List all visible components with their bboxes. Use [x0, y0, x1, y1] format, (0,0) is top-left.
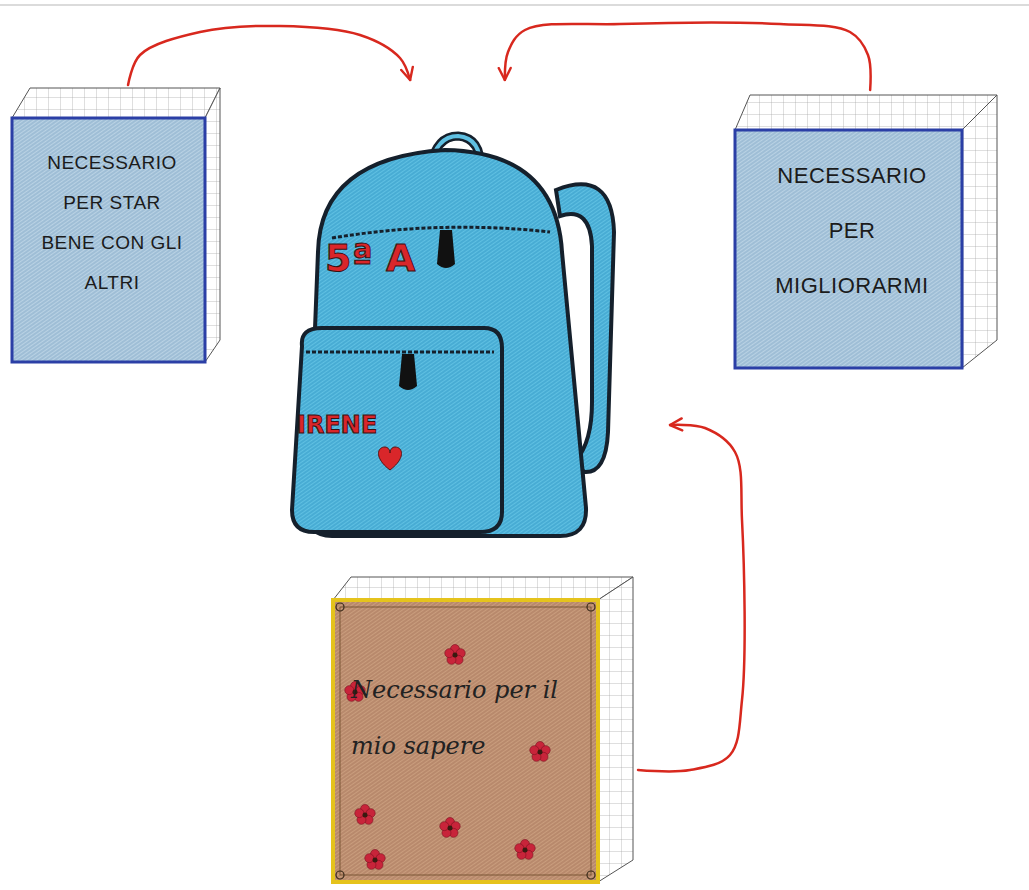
class-label: 5ª A — [325, 236, 445, 280]
cube-front-face — [12, 118, 205, 362]
pocket-zipper — [306, 351, 494, 354]
corner-curl — [587, 871, 595, 879]
flower-doodle — [530, 742, 550, 762]
curved-arrow — [128, 26, 410, 85]
backpack: 5ª A IRENE — [285, 80, 670, 545]
page-edge-line — [0, 4, 1029, 6]
necessity-box: Necessario per il mio sapere — [333, 575, 638, 885]
curved-arrow — [638, 425, 745, 771]
box-text: NECESSARIO PER MIGLIORARMI — [757, 148, 947, 313]
curved-arrow — [505, 23, 871, 90]
cube-side-face — [598, 577, 633, 882]
cube-top-face — [12, 88, 220, 118]
flower-doodle — [355, 805, 375, 825]
cube-outline — [333, 575, 638, 885]
cube-side-face — [962, 95, 997, 368]
cube-outline — [12, 85, 220, 365]
front-pocket — [292, 328, 502, 532]
backpack-outline — [285, 80, 670, 545]
flower-doodle — [445, 645, 465, 665]
name-label: IRENE — [297, 410, 437, 440]
backpack-drawing — [292, 136, 614, 536]
box-text: NECESSARIO PER STAR BENE CON GLI ALTRI — [37, 143, 187, 303]
cube-top-face — [735, 95, 997, 130]
necessity-box: NECESSARIO PER STAR BENE CON GLI ALTRI — [12, 85, 220, 365]
cube-side-face — [205, 88, 220, 362]
box-text: Necessario per il mio sapere — [351, 662, 566, 774]
flower-doodle — [365, 850, 385, 870]
inner-frame — [340, 607, 591, 875]
cube-top-face — [333, 577, 633, 600]
flower-doodle — [515, 840, 535, 860]
flower-doodle — [440, 818, 460, 838]
corner-curl — [587, 603, 595, 611]
zipper-pull — [399, 354, 417, 390]
zipper-pull — [437, 230, 455, 268]
cube-front-face — [735, 130, 962, 368]
cube-front-face — [333, 600, 598, 882]
necessity-box: NECESSARIO PER MIGLIORARMI — [735, 90, 1000, 370]
heart-sticker — [378, 447, 401, 470]
corner-curl — [336, 603, 344, 611]
corner-curl — [336, 871, 344, 879]
